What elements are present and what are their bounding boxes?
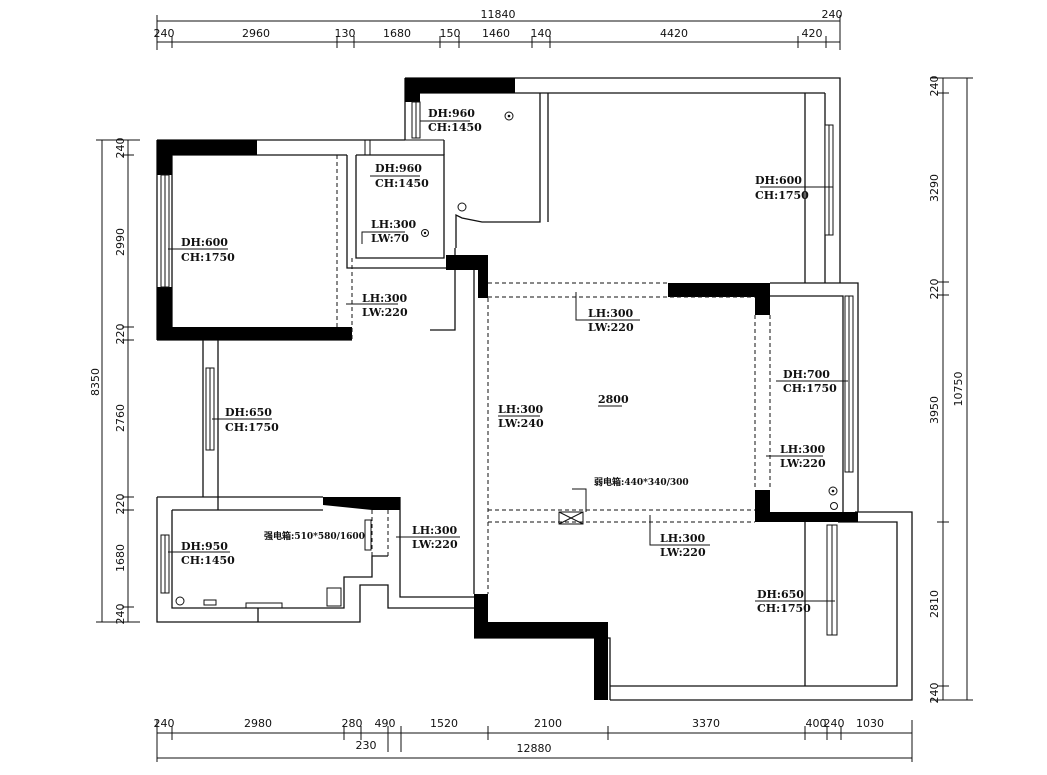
beam-a-lh: LH:300 xyxy=(362,292,407,305)
beam-d-lh: LH:300 xyxy=(780,443,825,456)
fixtures xyxy=(175,111,838,609)
window-right-bot-ch: CH:1750 xyxy=(757,602,811,615)
left-dim-3: 220 xyxy=(114,324,127,345)
bottom-dimension-chain: 240 2980 280 490 1520 2100 3370 400 240 … xyxy=(154,717,913,762)
left-dimension-chain: 8350 240 2990 220 2760 220 1680 240 xyxy=(89,138,140,625)
window-inner-ch: CH:1450 xyxy=(375,177,429,190)
beam-c-lh: LH:300 xyxy=(498,403,543,416)
annotation-labels: DH:960 CH:1450 DH:960 CH:1450 DH:600 CH:… xyxy=(181,107,837,615)
window-inner-dh: DH:960 xyxy=(375,162,422,175)
bottom-dim-9: 240 xyxy=(824,717,845,730)
window-right-mid-ch: CH:1750 xyxy=(783,382,837,395)
right-dim-2: 3290 xyxy=(928,174,941,202)
beam-a-lw: LW:220 xyxy=(362,306,408,319)
leader-lines xyxy=(168,120,848,602)
beam-inner-lh: LH:300 xyxy=(371,218,416,231)
windows xyxy=(160,101,854,636)
bottom-dim-8: 400 xyxy=(806,717,827,730)
window-left-mid-dh: DH:650 xyxy=(225,406,272,419)
top-total-dim: 11840 xyxy=(481,8,516,21)
beam-c-lw: LW:240 xyxy=(498,417,544,430)
right-dim-5: 2810 xyxy=(928,590,941,618)
window-left-top-dh: DH:600 xyxy=(181,236,228,249)
bottom-sub-dim: 230 xyxy=(356,739,377,752)
window-left-top-ch: CH:1750 xyxy=(181,251,235,264)
bottom-dim-4: 490 xyxy=(375,717,396,730)
beam-f-lh: LH:300 xyxy=(660,532,705,545)
window-left-bot-ch: CH:1450 xyxy=(181,554,235,567)
right-total-dim: 10750 xyxy=(952,372,965,407)
window-left-bot-dh: DH:950 xyxy=(181,540,228,553)
top-dim-5: 150 xyxy=(440,27,461,40)
left-dim-1: 240 xyxy=(114,138,127,159)
window-top-right-ch: CH:1750 xyxy=(755,189,809,202)
bottom-dim-3: 280 xyxy=(342,717,363,730)
left-total-dim: 8350 xyxy=(89,368,102,396)
top-dim-7: 140 xyxy=(531,27,552,40)
beam-b-lw: LW:220 xyxy=(588,321,634,334)
right-dim-6: 240 xyxy=(928,683,941,704)
top-dim-1: 240 xyxy=(154,27,175,40)
bottom-dim-2: 2980 xyxy=(244,717,272,730)
weak-current-box-label: 弱电箱:440*340/300 xyxy=(594,476,689,488)
top-dim-4: 1680 xyxy=(383,27,411,40)
beam-f-lw: LW:220 xyxy=(660,546,706,559)
strong-current-box-label: 强电箱:510*580/1600 xyxy=(264,530,365,542)
left-dim-5: 220 xyxy=(114,494,127,515)
bottom-dim-1: 240 xyxy=(154,717,175,730)
beam-b-lh: LH:300 xyxy=(588,307,633,320)
solid-columns xyxy=(157,78,858,700)
top-right-extra-dim: 240 xyxy=(822,8,843,21)
window-right-bot-dh: DH:650 xyxy=(757,588,804,601)
right-dim-3: 220 xyxy=(928,279,941,300)
beam-inner-lw: LW:70 xyxy=(371,232,409,245)
left-dim-2: 2990 xyxy=(114,228,127,256)
window-top-small-dh: DH:960 xyxy=(428,107,475,120)
window-top-small-ch: CH:1450 xyxy=(428,121,482,134)
top-dim-6: 1460 xyxy=(482,27,510,40)
top-dim-9: 420 xyxy=(802,27,823,40)
beam-lines xyxy=(336,155,771,594)
top-dim-2: 2960 xyxy=(242,27,270,40)
beam-d-lw: LW:220 xyxy=(780,457,826,470)
bottom-dim-7: 3370 xyxy=(692,717,720,730)
left-dim-7: 240 xyxy=(114,604,127,625)
window-top-right-dh: DH:600 xyxy=(755,174,802,187)
top-dim-8: 4420 xyxy=(660,27,688,40)
top-dim-3: 130 xyxy=(335,27,356,40)
bottom-dim-10: 1030 xyxy=(856,717,884,730)
right-dim-1: 240 xyxy=(928,76,941,97)
right-dimension-chain: 10750 240 3290 220 3950 2810 240 xyxy=(928,76,973,704)
ceiling-height: 2800 xyxy=(598,393,629,406)
bottom-dim-5: 1520 xyxy=(430,717,458,730)
window-left-mid-ch: CH:1750 xyxy=(225,421,279,434)
top-dimension-chain: 11840 240 240 2960 130 1680 150 1460 140… xyxy=(154,8,843,50)
left-dim-6: 1680 xyxy=(114,544,127,572)
right-dim-4: 3950 xyxy=(928,396,941,424)
bottom-total-dim: 12880 xyxy=(517,742,552,755)
left-dim-4: 2760 xyxy=(114,404,127,432)
beam-e-lw: LW:220 xyxy=(412,538,458,551)
window-right-mid-dh: DH:700 xyxy=(783,368,830,381)
beam-e-lh: LH:300 xyxy=(412,524,457,537)
bottom-dim-6: 2100 xyxy=(534,717,562,730)
